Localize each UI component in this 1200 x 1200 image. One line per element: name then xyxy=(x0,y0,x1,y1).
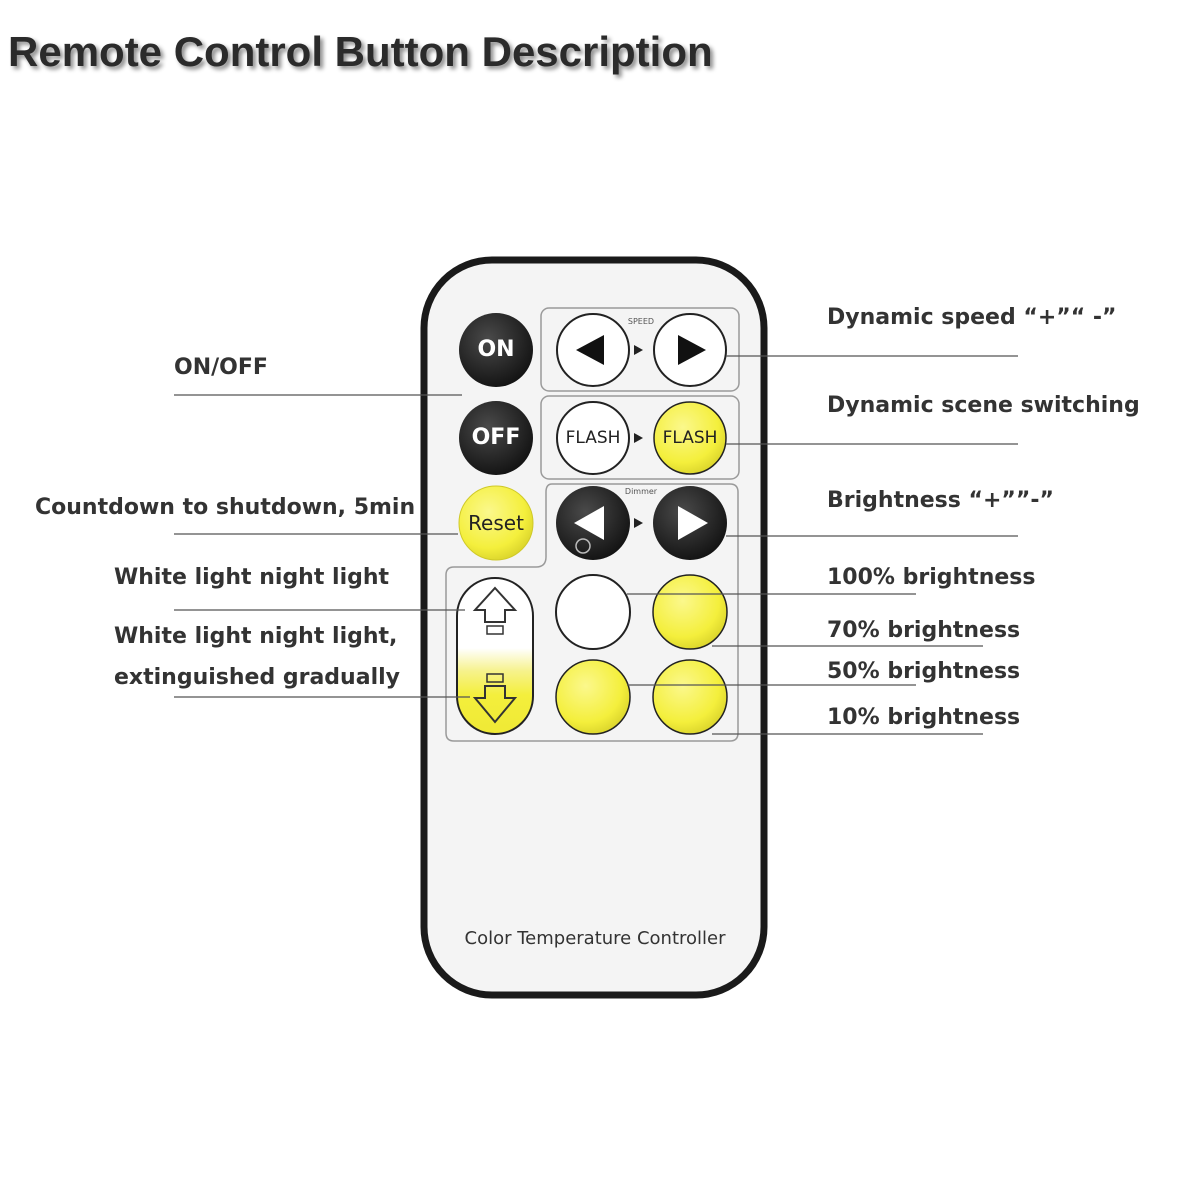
label-scene: Dynamic scene switching xyxy=(827,393,1140,418)
right-arrow-icon xyxy=(678,335,706,365)
speed-group-label: SPEED xyxy=(627,317,655,326)
brightness-10-button xyxy=(652,659,728,735)
brightness-50-button xyxy=(555,659,631,735)
flash-white-button xyxy=(556,401,630,475)
off-button xyxy=(459,401,533,475)
small-indicator-icon xyxy=(575,538,591,554)
flash-button-label-1: FLASH xyxy=(565,428,621,448)
down-arrow-icon xyxy=(472,685,518,724)
remote-caption: Color Temperature Controller xyxy=(464,928,726,949)
up-arrow-icon xyxy=(472,586,518,623)
leader-lines xyxy=(174,355,1018,735)
small-right-arrow-icon xyxy=(634,433,643,443)
flash-group-frame xyxy=(540,395,740,480)
small-right-arrow-icon xyxy=(634,518,643,528)
dimmer-group-frame xyxy=(445,483,739,742)
label-on-off: ON/OFF xyxy=(174,355,268,380)
right-arrow-icon xyxy=(678,506,708,540)
small-right-arrow-icon xyxy=(634,345,643,355)
night-light-slider xyxy=(456,577,534,735)
reset-button xyxy=(458,485,534,561)
brightness-70-button xyxy=(652,574,728,650)
label-brightness-50: 50% brightness xyxy=(827,659,1021,684)
label-brightness-100: 100% brightness xyxy=(827,565,1036,590)
left-arrow-icon xyxy=(576,335,604,365)
flash-button-label-2: FLASH xyxy=(662,428,718,448)
on-button xyxy=(459,313,533,387)
label-night-light: White light night light xyxy=(114,565,390,590)
label-brightness-10: 10% brightness xyxy=(827,705,1021,730)
on-button-label: ON xyxy=(477,337,515,362)
label-brightness-70: 70% brightness xyxy=(827,618,1021,643)
label-night-light-fade-2: extinguished gradually xyxy=(114,665,400,690)
speed-group-frame xyxy=(540,307,740,392)
left-arrow-icon xyxy=(574,506,604,540)
dimmer-group-label: Dimmer xyxy=(624,487,658,496)
reset-button-label: Reset xyxy=(468,511,524,535)
off-button-label: OFF xyxy=(471,425,521,450)
down-arrow-stem-icon xyxy=(486,673,504,683)
up-arrow-stem-icon xyxy=(486,625,504,635)
label-countdown: Countdown to shutdown, 5min xyxy=(35,495,416,520)
page-title: Remote Control Button Description xyxy=(8,28,713,75)
label-speed: Dynamic speed “+”“ -” xyxy=(827,305,1117,330)
flash-yellow-button xyxy=(653,401,727,475)
label-brightness: Brightness “+””-” xyxy=(827,488,1054,513)
brightness-100-button xyxy=(555,574,631,650)
label-night-light-fade-1: White light night light, xyxy=(114,624,398,649)
